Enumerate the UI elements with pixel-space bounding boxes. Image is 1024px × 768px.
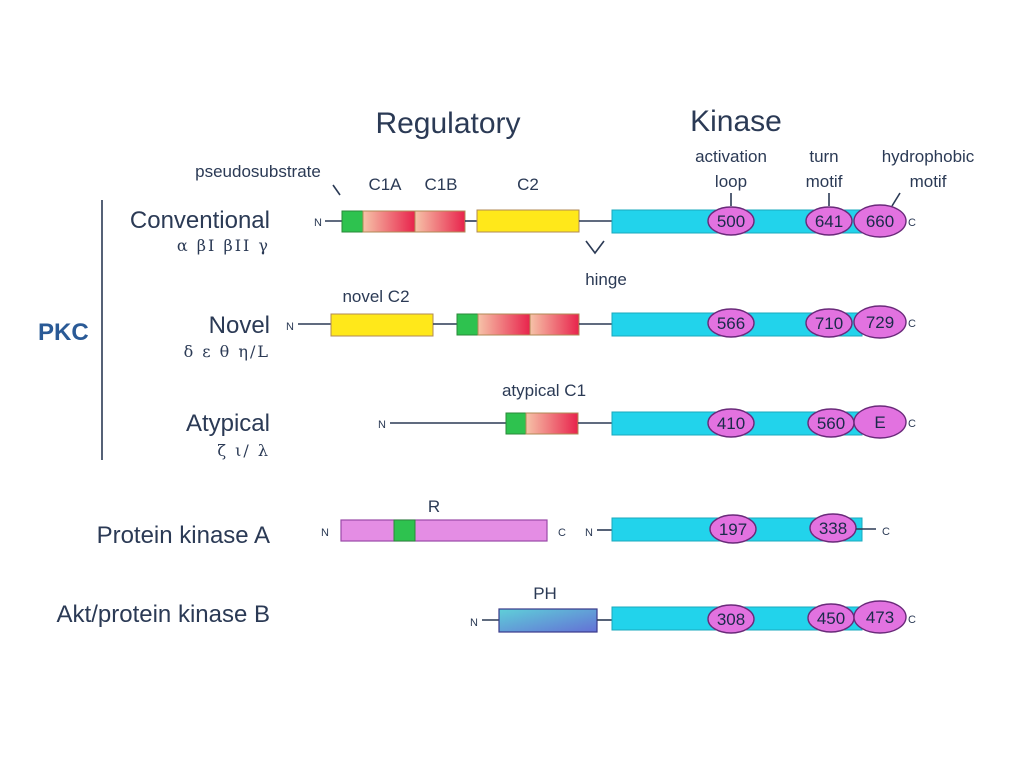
turn-motif-label-1: turn: [809, 147, 838, 166]
pka-row: Protein kinase A N C N 197 338 C: [97, 513, 890, 549]
c1a-domain: [477, 313, 531, 336]
pseudosubstrate-domain: [393, 519, 416, 542]
pkc-label: PKC: [38, 319, 89, 346]
phosphosite-ellipse: [709, 514, 757, 544]
hinge-label: hinge: [585, 270, 627, 289]
conventional-name: Conventional: [130, 207, 270, 234]
turn-motif-site: 641: [815, 212, 843, 231]
c-terminus: C: [908, 217, 916, 229]
activation-loop-label-1: activation: [695, 147, 767, 166]
c1a-label: C1A: [368, 175, 402, 194]
c1a-domain: [362, 210, 416, 233]
pseudosubstrate-domain: [341, 210, 364, 233]
hydrophobic-motif-label-2: motif: [910, 172, 947, 191]
hydrophobic-motif-site: 660: [866, 212, 894, 231]
activation-loop-label-2: loop: [715, 172, 747, 191]
n-terminus: N: [585, 527, 593, 539]
c1b-domain: [414, 210, 466, 233]
conventional-isoforms: α βI βII γ: [177, 236, 270, 255]
pka-name: Protein kinase A: [97, 522, 270, 549]
phosphosite-ellipse: [707, 408, 755, 438]
turn-motif-label-2: motif: [806, 172, 843, 191]
phosphosite-ellipse: [707, 206, 755, 236]
activation-loop-site: 308: [717, 610, 745, 629]
phosphosite-ellipse: [853, 305, 907, 339]
kinase-header: Kinase: [690, 105, 782, 138]
activation-loop-site: 410: [717, 414, 745, 433]
r-domain-label: R: [428, 497, 440, 516]
turn-motif-site: 338: [819, 519, 847, 538]
hinge-marker: [585, 240, 605, 255]
turn-motif-site: 560: [817, 414, 845, 433]
novel-c2-label: novel C2: [342, 287, 409, 306]
phosphosite-ellipse: [707, 604, 755, 634]
regulatory-header: Regulatory: [375, 107, 520, 140]
phosphosite-ellipse: [805, 308, 853, 338]
pseudosubstrate-domain: [456, 313, 479, 336]
c1b-domain: [529, 313, 580, 336]
n-terminus: N: [286, 321, 294, 333]
ph-domain: [498, 608, 598, 633]
hydrophobic-motif-pointer: [891, 192, 901, 207]
regulatory-subunit-domain: [340, 519, 548, 542]
c-terminus: C: [908, 418, 916, 430]
phosphosite-ellipse: [707, 308, 755, 338]
atypical-c1-domain: [525, 412, 579, 435]
ph-domain-label: PH: [533, 584, 557, 603]
n-terminus: N: [314, 217, 322, 229]
c2-domain: [476, 209, 580, 233]
turn-motif-site: 710: [815, 314, 843, 333]
pseudosubstrate-label: pseudosubstrate: [195, 162, 321, 181]
n-terminus: N: [321, 527, 329, 539]
n-terminus: N: [470, 617, 478, 629]
conventional-row: Conventional α βI βII γ N 500 641 660 C: [130, 204, 916, 255]
akt-name: Akt/protein kinase B: [57, 601, 270, 628]
phosphosite-ellipse: [805, 206, 853, 236]
akt-row: Akt/protein kinase B N 308 450 473 C: [57, 600, 916, 634]
atypical-row: Atypical ζ ι/ λ N 410 560 E C: [186, 405, 916, 460]
pseudosubstrate-domain: [505, 412, 527, 435]
phosphosite-ellipse: [853, 405, 907, 439]
c-terminus: C: [882, 526, 890, 538]
novel-name: Novel: [209, 312, 270, 339]
hydrophobic-motif-site: 473: [866, 608, 894, 627]
pseudosubstrate-pointer: [332, 184, 341, 196]
activation-loop-site: 500: [717, 212, 745, 231]
atypical-isoforms: ζ ι/ λ: [217, 441, 270, 460]
phosphosite-ellipse: [853, 204, 907, 238]
novel-isoforms: δ ε θ η/L: [184, 342, 270, 361]
hydrophobic-motif-label-1: hydrophobic: [882, 147, 975, 166]
atypical-c1-label: atypical C1: [502, 381, 586, 400]
phosphosite-ellipse: [853, 600, 907, 634]
novel-c2-domain: [330, 313, 434, 337]
hydrophobic-motif-site: 729: [866, 313, 894, 332]
novel-row: Novel δ ε θ η/L N 566 710 729 C: [184, 305, 916, 361]
activation-loop-site: 566: [717, 314, 745, 333]
c-terminus: C: [908, 318, 916, 330]
c-terminus: C: [908, 614, 916, 626]
c1b-label: C1B: [424, 175, 457, 194]
atypical-name: Atypical: [186, 410, 270, 437]
hydrophobic-motif-site: E: [874, 413, 885, 432]
turn-motif-site: 450: [817, 609, 845, 628]
n-terminus: N: [378, 419, 386, 431]
c-terminus: C: [558, 527, 566, 539]
c2-label: C2: [517, 175, 539, 194]
phosphosite-ellipse: [809, 513, 857, 543]
activation-loop-site: 197: [719, 520, 747, 539]
